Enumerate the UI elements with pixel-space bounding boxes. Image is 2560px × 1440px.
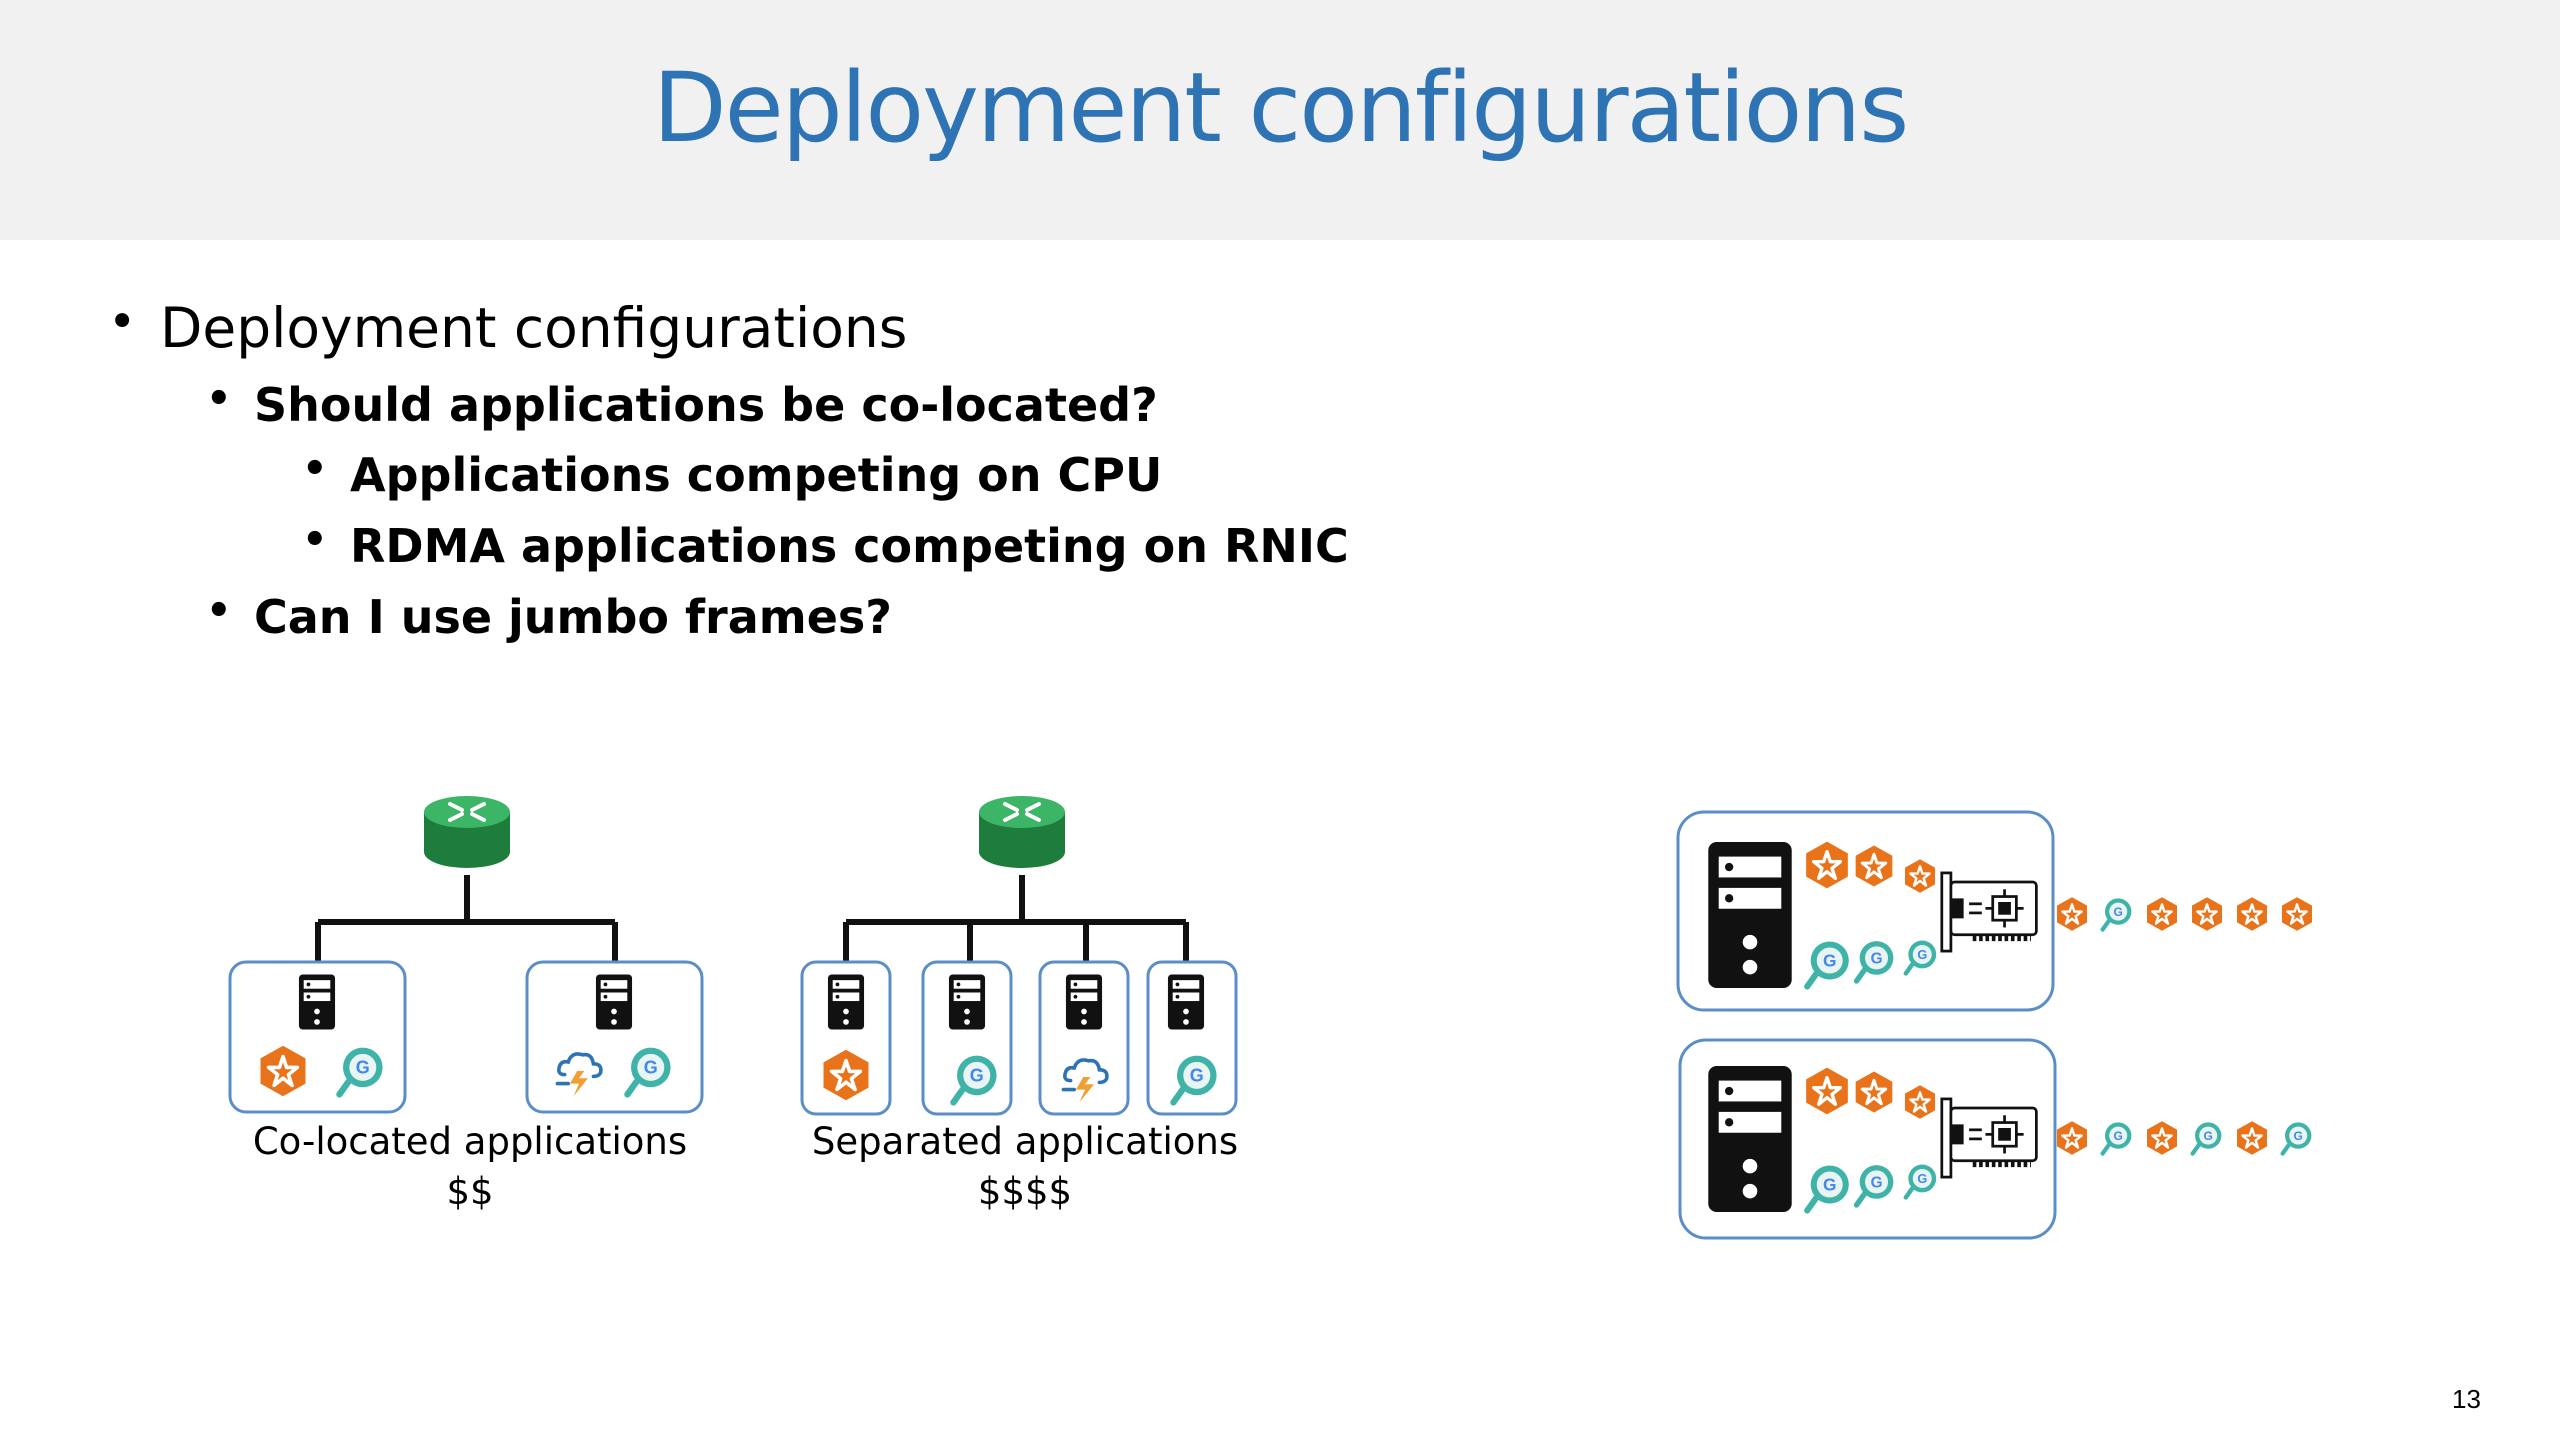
bullet-dot: • — [206, 376, 232, 422]
title-band — [0, 0, 2560, 240]
rnic-host-bottom — [1678, 1038, 2057, 1240]
bullet-dot: • — [302, 446, 328, 492]
g-search-icon — [2283, 1122, 2312, 1153]
g-search-icon — [2193, 1122, 2222, 1153]
slide-title: Deployment configurations — [652, 52, 1910, 164]
bullet-list: • Deployment configurations • Should appli… — [0, 0, 2560, 700]
bullet-level1: • Deployment configurations — [108, 294, 908, 360]
bullet-text: Should applications be co-located? — [254, 378, 1158, 432]
hex-app-icon — [2280, 896, 2314, 932]
packet-stream-top — [2055, 896, 2314, 932]
hex-app-icon — [2235, 896, 2269, 932]
separated-cost: $$$$ — [977, 1170, 1073, 1213]
hex-app-icon — [2055, 1120, 2089, 1156]
bullet-level3: • RDMA applications competing on RNIC — [302, 517, 1349, 573]
g-search-icon — [2103, 1122, 2132, 1153]
separated-caption: Separated applications — [811, 1120, 1239, 1163]
hex-app-icon — [2190, 896, 2224, 932]
bullet-text: RDMA applications competing on RNIC — [350, 519, 1349, 573]
bullet-text: Deployment configurations — [160, 296, 908, 360]
bullet-text: Applications competing on CPU — [350, 448, 1163, 502]
bullet-level2: • Should applications be co-located? — [206, 376, 1158, 432]
g-search-icon — [2103, 898, 2132, 929]
hex-app-icon — [2145, 1120, 2179, 1156]
link-lines — [315, 875, 618, 962]
server-icon — [1708, 1066, 1792, 1212]
hex-app-icon — [2235, 1120, 2269, 1156]
server-icon — [1708, 842, 1792, 988]
page-number: 13 — [2452, 1384, 2481, 1414]
hex-app-icon — [2145, 896, 2179, 932]
packet-stream-bottom — [2055, 1120, 2312, 1156]
bullet-text: Can I use jumbo frames? — [254, 590, 892, 644]
bullet-level3: • Applications competing on CPU — [302, 446, 1163, 502]
bullet-dot: • — [302, 517, 328, 563]
hex-app-icon — [2055, 896, 2089, 932]
bullet-dot: • — [206, 588, 232, 634]
link-lines — [843, 875, 1189, 962]
bullet-level2: • Can I use jumbo frames? — [206, 588, 892, 644]
bullet-dot: • — [108, 294, 137, 350]
colocated-cost: $$ — [446, 1170, 494, 1213]
rnic-host-top — [1676, 810, 2055, 1012]
colocated-caption: Co-located applications — [252, 1120, 688, 1163]
